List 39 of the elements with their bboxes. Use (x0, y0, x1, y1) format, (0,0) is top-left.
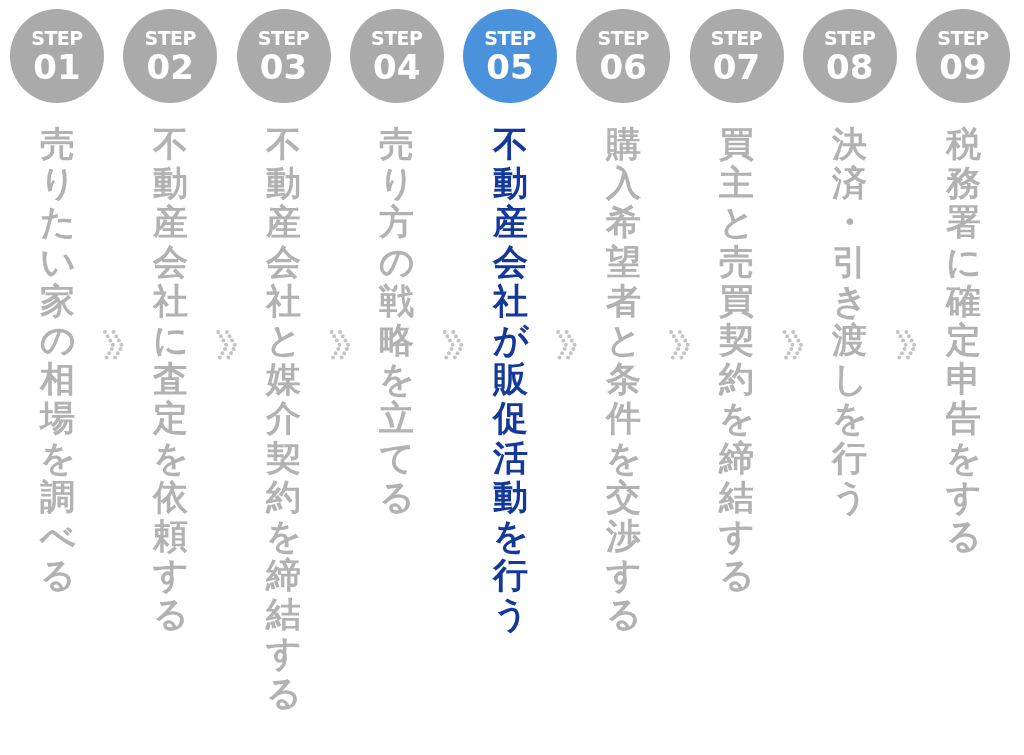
step-label: STEP (257, 28, 310, 48)
step-label: STEP (937, 28, 989, 48)
step-column (802, 9, 897, 517)
step-label: STEP (597, 28, 650, 48)
step-column (349, 9, 444, 517)
step-description: 売り方の戦略を立てる (379, 125, 415, 517)
step-label: STEP (144, 28, 197, 48)
chevron-arrow (442, 330, 464, 362)
step-number: 03 (259, 49, 308, 84)
step-label: STEP (823, 28, 876, 48)
step-description: 購入希望者と条件を交渉する (605, 125, 641, 635)
step-column (463, 9, 557, 635)
step-description: 決済・引き渡しを行う (832, 125, 868, 517)
chevron-arrow (669, 330, 691, 362)
step-label: STEP (370, 28, 423, 48)
step-description: 不動産会社が販促活動を行う (492, 125, 528, 635)
chevron-arrow (103, 330, 125, 362)
step-description: 税務署に確定申告をする (945, 125, 981, 557)
step-number: 08 (826, 49, 874, 84)
step-description: 買主と売買契約を締結する (719, 125, 754, 596)
step-number: 09 (939, 49, 987, 84)
chevron-arrow (556, 330, 578, 362)
step-column (236, 9, 331, 713)
chevron-arrow (782, 330, 804, 362)
step-description: 売りたい家の相場を調べる (39, 125, 75, 596)
chevron-arrow (329, 330, 351, 362)
step-description: 不動産会社に査定を依頼する (152, 125, 188, 635)
chevron-arrow (216, 330, 238, 362)
step-number: 04 (373, 49, 421, 84)
step-description: 不動産会社と媒介契約を締結する (266, 125, 301, 713)
step-number: 02 (146, 49, 194, 84)
chevron-arrow (895, 330, 917, 362)
step-number: 05 (486, 49, 534, 84)
step-label: STEP (31, 28, 83, 48)
step-number: 07 (712, 49, 761, 84)
step-label: STEP (484, 28, 536, 48)
step-number: 06 (599, 49, 647, 84)
step-number: 01 (33, 49, 81, 84)
step-label: STEP (710, 28, 763, 48)
